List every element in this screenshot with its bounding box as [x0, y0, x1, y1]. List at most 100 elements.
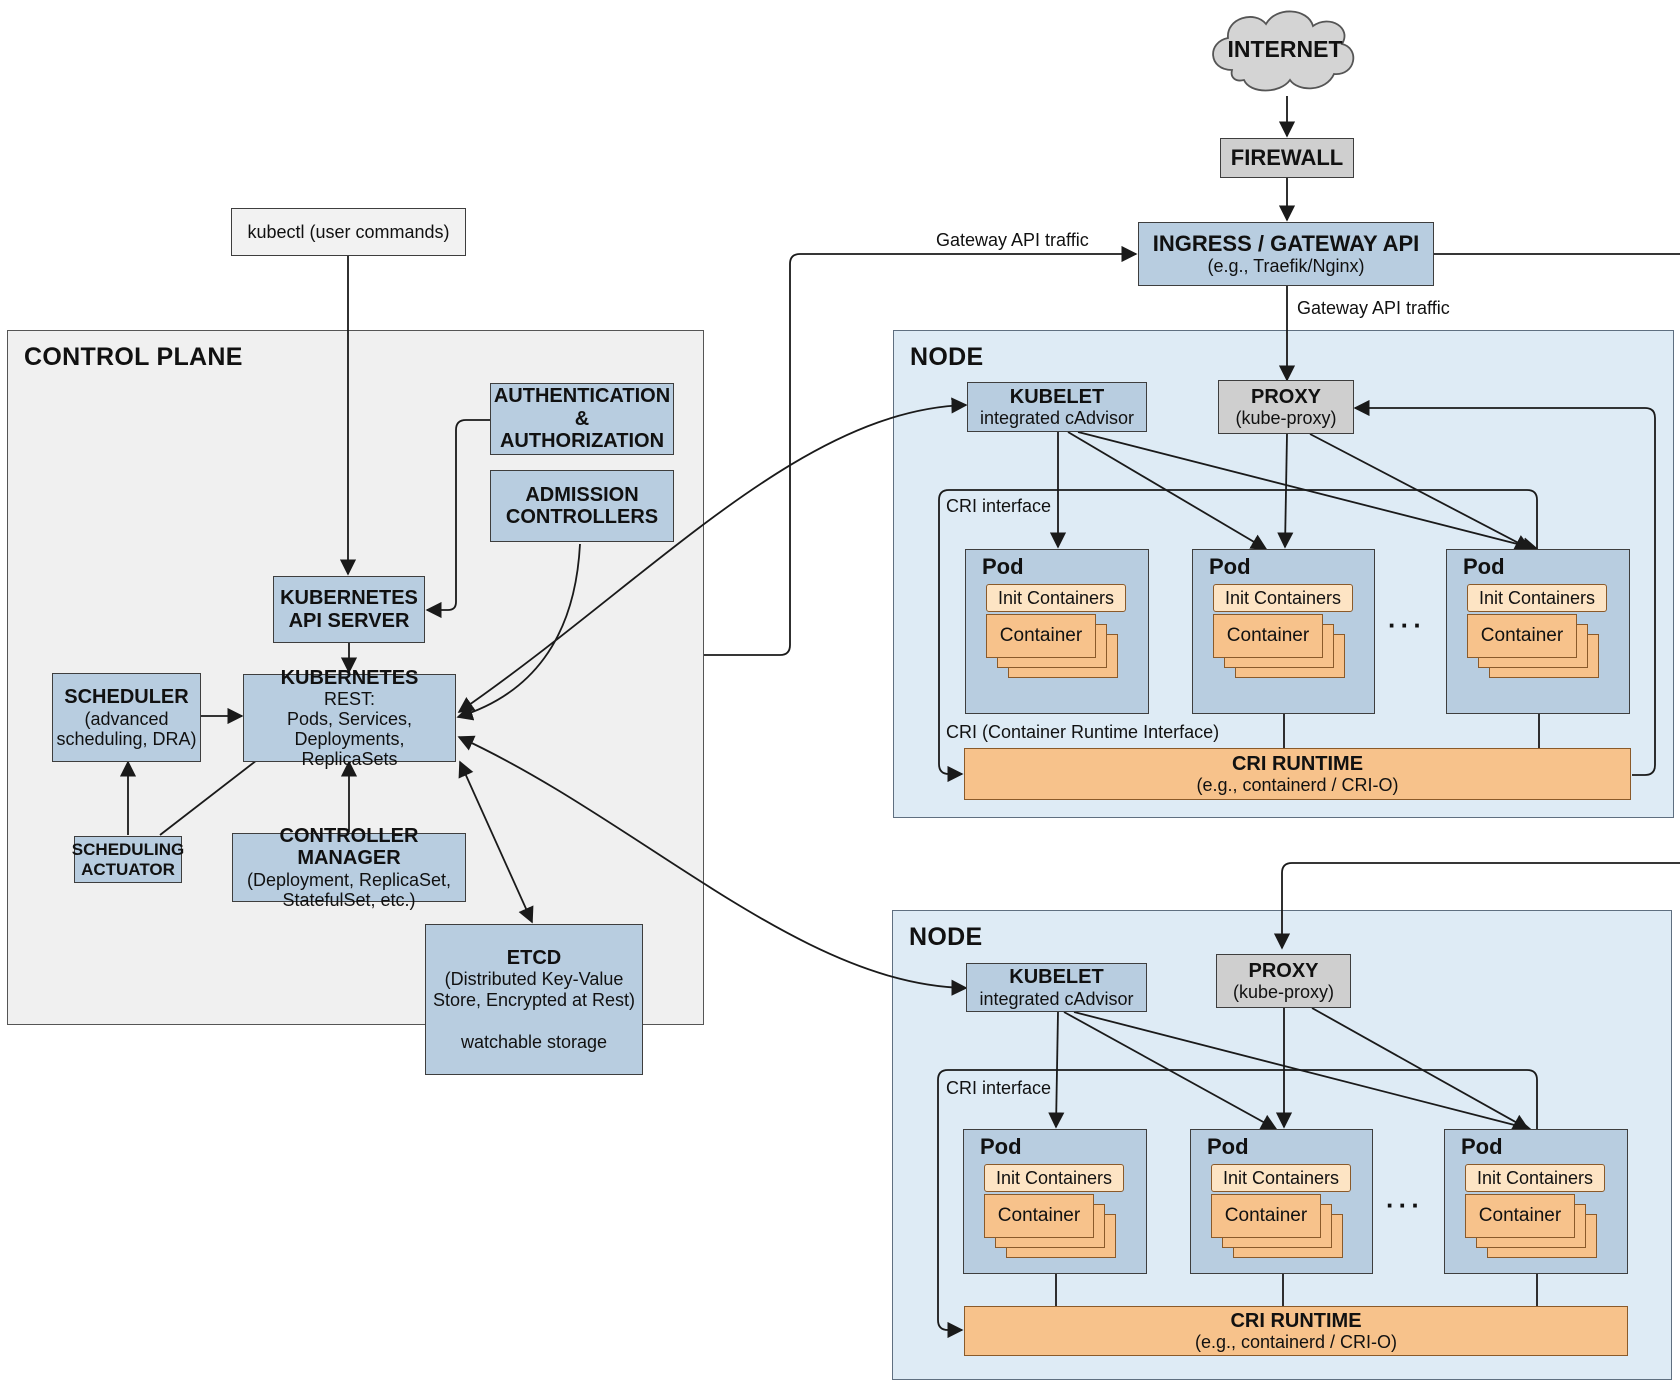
node1-pod-2: Pod Init Containers Container — [1192, 549, 1375, 714]
node2-pod-3-title: Pod — [1461, 1134, 1503, 1159]
node2-cri-interface-label: CRI interface — [946, 1078, 1052, 1098]
internet-cloud-icon — [1212, 10, 1355, 92]
kubectl-label: kubectl (user commands) — [247, 221, 450, 242]
node1-kubelet-line-2: integrated cAdvisor — [979, 408, 1135, 429]
arrow-admission-rest — [456, 543, 581, 721]
admission-controllers-box: ADMISSION CONTROLLERS — [490, 470, 674, 542]
scheduling-actuator-box: SCHEDULING ACTUATOR — [71, 836, 185, 883]
etcd-line-1: ETCD — [506, 947, 562, 970]
node1-cri-interface-label: CRI interface — [946, 496, 1052, 516]
ingress-gateway-box: INGRESS / GATEWAY API (e.g., Traefik/Ngi… — [1138, 222, 1434, 286]
node2-pod-1: Pod Init Containers Container — [963, 1129, 1147, 1274]
kubectl-box: kubectl (user commands) — [231, 208, 466, 256]
admission-line-1: ADMISSION — [525, 483, 639, 506]
node2-pod-2-init-containers: Init Containers — [1211, 1164, 1351, 1192]
node1-more-pods-ellipsis: ··· — [1388, 610, 1426, 640]
auth-line-1: AUTHENTICATION — [493, 385, 671, 408]
n1-proxy-loop — [1353, 399, 1656, 776]
n1-cri-interface-loop — [938, 489, 1538, 783]
node2-pod-3: Pod Init Containers Container — [1444, 1129, 1628, 1274]
arrow-auth-api — [425, 419, 490, 619]
node2-cri-runtime-box: CRI RUNTIME (e.g., containerd / CRI-O) — [964, 1306, 1628, 1356]
control-plane-title: CONTROL PLANE — [24, 343, 243, 371]
etcd-line-3: Store, Encrypted at Rest) — [432, 989, 636, 1010]
node1-runtime-line-2: (e.g., containerd / CRI-O) — [1196, 775, 1399, 796]
n2-cri-interface-loop — [937, 1069, 1538, 1339]
ingress-subtitle: (e.g., Traefik/Nginx) — [1207, 256, 1365, 277]
node1-pod-2-init-containers: Init Containers — [1213, 584, 1353, 612]
auth-line-2: & AUTHORIZATION — [499, 407, 665, 453]
arrow-rest-kubelet1 — [457, 397, 968, 713]
controller-manager-line-1: CONTROLLER MANAGER — [279, 824, 419, 870]
node1-pod-1-container: Container — [986, 614, 1096, 658]
firewall-box: FIREWALL — [1220, 138, 1354, 178]
etcd-box: ETCD (Distributed Key-Value Store, Encry… — [425, 924, 643, 1075]
rest-line-3: Pods, Services, — [286, 709, 413, 730]
gateway-traffic-label-down: Gateway API traffic — [1297, 298, 1450, 318]
node2-more-pods-ellipsis: ··· — [1386, 1190, 1424, 1220]
rest-line-4: Deployments, ReplicaSets — [294, 729, 405, 770]
node-title-1: NODE — [910, 343, 984, 371]
controller-manager-line-3: StatefulSet, etc.) — [282, 889, 416, 910]
etcd-line-2: (Distributed Key-Value — [444, 969, 624, 990]
arrow-rest-kubelet2 — [457, 735, 968, 996]
node2-pod-1-init-containers: Init Containers — [984, 1164, 1124, 1192]
node2-kubelet-box: KUBELET integrated cAdvisor — [966, 963, 1147, 1012]
node2-pod-2-container: Container — [1211, 1194, 1321, 1238]
scheduler-line-1: SCHEDULER — [64, 686, 189, 709]
ingress-title: INGRESS / GATEWAY API — [1152, 230, 1420, 256]
node1-cri-full-label: CRI (Container Runtime Interface) — [946, 722, 1220, 742]
node2-pod-2: Pod Init Containers Container — [1190, 1129, 1373, 1274]
node2-pod-3-container: Container — [1465, 1194, 1575, 1238]
actuator-line-2: ACTUATOR — [81, 859, 175, 879]
scheduler-box: SCHEDULER (advanced scheduling, DRA) — [52, 673, 201, 762]
api-server-line-2: API SERVER — [288, 609, 410, 632]
node2-pod-3-init-containers: Init Containers — [1465, 1164, 1605, 1192]
gateway-traffic-label-left: Gateway API traffic — [936, 230, 1089, 250]
node1-runtime-line-1: CRI RUNTIME — [1231, 752, 1364, 775]
controller-manager-line-2: (Deployment, ReplicaSet, — [246, 869, 452, 890]
node1-pod-1-init-containers: Init Containers — [986, 584, 1126, 612]
node1-proxy-line-1: PROXY — [1250, 385, 1322, 408]
node2-proxy-line-1: PROXY — [1248, 959, 1319, 982]
internet-label: INTERNET — [1227, 36, 1343, 62]
n1-proxy-pod3 — [1309, 433, 1532, 550]
node1-cri-runtime-box: CRI RUNTIME (e.g., containerd / CRI-O) — [964, 748, 1631, 800]
node2-proxy-box: PROXY (kube-proxy) — [1216, 954, 1351, 1008]
api-server-line-1: KUBERNETES — [280, 587, 418, 610]
node2-pod-1-container: Container — [984, 1194, 1094, 1238]
admission-line-2: CONTROLLERS — [505, 506, 659, 528]
scheduler-line-2: (advanced — [84, 708, 169, 729]
etcd-line-4: watchable storage — [460, 1031, 608, 1052]
node1-pod-1-title: Pod — [982, 554, 1024, 579]
scheduler-line-3: scheduling, DRA) — [56, 728, 197, 749]
node1-proxy-line-2: (kube-proxy) — [1235, 408, 1337, 429]
kubernetes-rest-box: KUBERNETES REST: Pods, Services, Deploym… — [243, 667, 456, 769]
n2-right-feed — [1273, 862, 1680, 950]
node1-pod-3-container: Container — [1467, 614, 1577, 658]
kubernetes-api-server-box: KUBERNETES API SERVER — [273, 576, 425, 643]
node2-runtime-line-2: (e.g., containerd / CRI-O) — [1194, 1332, 1398, 1353]
rest-line-2: REST: — [323, 688, 375, 709]
node2-proxy-line-2: (kube-proxy) — [1232, 982, 1335, 1003]
node2-kubelet-line-2: integrated cAdvisor — [979, 988, 1134, 1009]
n2-proxy-pod3 — [1311, 1007, 1530, 1130]
authentication-authorization-box: AUTHENTICATION & AUTHORIZATION — [490, 383, 674, 455]
firewall-label: FIREWALL — [1230, 144, 1344, 170]
node1-kubelet-line-1: KUBELET — [1009, 385, 1105, 408]
node1-pod-1: Pod Init Containers Container — [965, 549, 1149, 714]
node1-proxy-box: PROXY (kube-proxy) — [1218, 380, 1354, 434]
node2-kubelet-line-1: KUBELET — [1009, 966, 1104, 989]
node1-pod-3: Pod Init Containers Container — [1446, 549, 1630, 714]
node1-kubelet-box: KUBELET integrated cAdvisor — [967, 382, 1147, 432]
node1-pod-2-title: Pod — [1209, 554, 1251, 579]
actuator-line-1: SCHEDULING — [71, 840, 185, 860]
node1-pod-3-title: Pod — [1463, 554, 1505, 579]
node2-pod-1-title: Pod — [980, 1134, 1022, 1159]
arrow-rest-etcd — [458, 760, 534, 924]
node1-pod-3-init-containers: Init Containers — [1467, 584, 1607, 612]
node2-runtime-line-1: CRI RUNTIME — [1230, 1309, 1362, 1332]
node1-pod-2-container: Container — [1213, 614, 1323, 658]
